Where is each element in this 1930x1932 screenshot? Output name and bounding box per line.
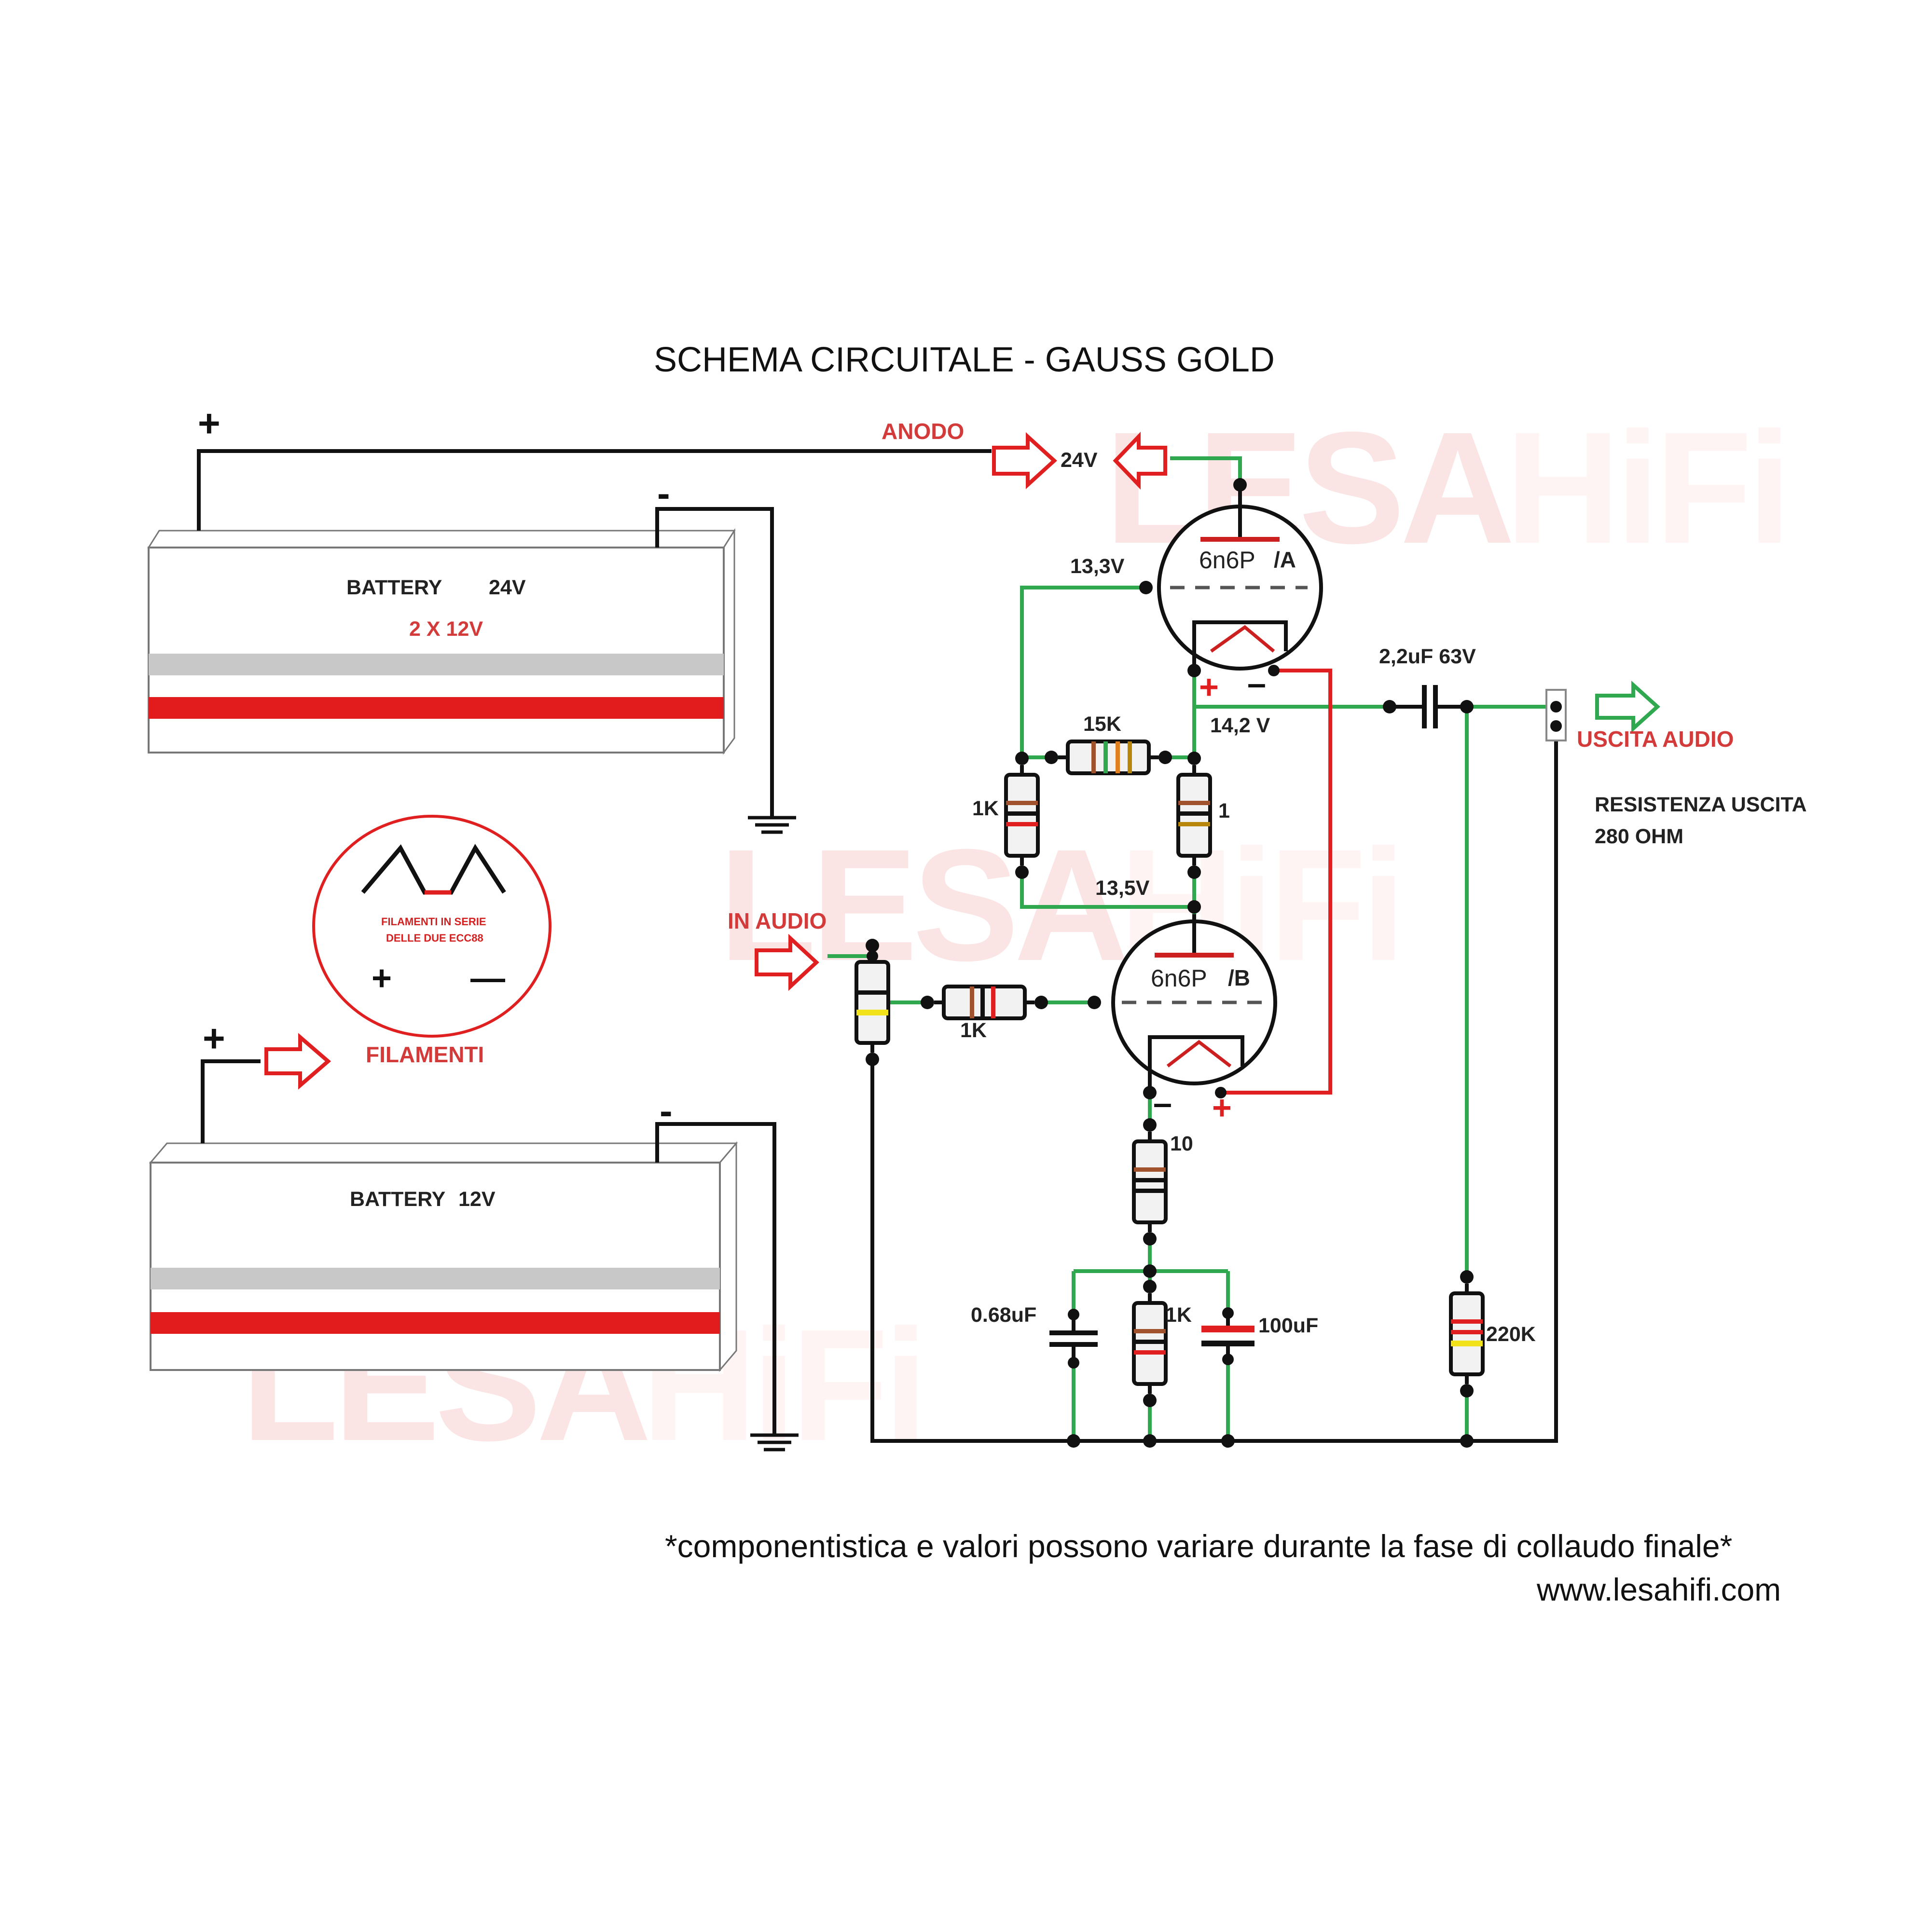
black-wiring <box>197 449 1558 1443</box>
heater-b-minus: – <box>1153 1084 1172 1122</box>
anode-label: ANODO <box>882 419 964 444</box>
tube-6n6p-b: 6n6P /B – + <box>1088 914 1277 1126</box>
label-1-ohm: 1 <box>1218 799 1230 822</box>
footer-note: *componentistica e valori possono variar… <box>665 1528 1732 1564</box>
ground-symbol-top <box>748 816 796 834</box>
diagram-title: SCHEMA CIRCUITALE - GAUSS GOLD <box>654 341 1275 379</box>
label-1k-left: 1K <box>972 797 999 820</box>
heater-a-minus: – <box>1247 664 1266 702</box>
footer-url: www.lesahifi.com <box>1536 1572 1781 1607</box>
battery-side-face <box>719 1141 737 1372</box>
tube-cathode <box>1148 1035 1244 1093</box>
junction-dots <box>867 581 1474 1448</box>
label-15k: 15K <box>1083 713 1121 736</box>
tube-cathode <box>1192 620 1288 671</box>
output-jack <box>1545 689 1567 741</box>
audio-output-arrow <box>1595 681 1660 733</box>
resistor-input-shunt <box>856 939 888 1066</box>
ground-symbol-bottom <box>750 1433 799 1452</box>
capacitor-2u2 <box>1383 685 1474 728</box>
resistor-1-ohm <box>1178 752 1210 879</box>
tube-heater <box>1210 625 1275 653</box>
anode-input-arrow <box>992 432 1057 490</box>
heater-wiring <box>1221 669 1332 1095</box>
arrows <box>264 432 1167 1090</box>
battery-24v: BATTERY 24V 2 X 12V + - <box>147 402 736 755</box>
battery-stripe-grey <box>149 654 724 675</box>
tube-a-name: 6n6P <box>1199 547 1255 574</box>
tube-b-name: 6n6P <box>1151 965 1207 992</box>
battery-top-face <box>149 1142 738 1164</box>
battery-24v-label: BATTERY <box>346 576 442 599</box>
battery-12v-plus: + <box>203 1017 225 1060</box>
battery-12v-voltage: 12V <box>458 1188 496 1211</box>
battery-24v-config: 2 X 12V <box>409 617 483 641</box>
battery-front <box>150 1162 721 1371</box>
resistor-1k-bias <box>1134 1280 1166 1407</box>
ground-bus-wire <box>870 740 1558 1443</box>
battery-12v-ground-wire <box>655 1122 776 1435</box>
filament-supply-wire <box>201 1059 261 1143</box>
resistor-15k <box>1045 741 1172 773</box>
capacitor-100uf <box>1201 1307 1254 1365</box>
filaments-label: FILAMENTI <box>366 1042 484 1067</box>
output-label: USCITA AUDIO <box>1577 726 1734 752</box>
input-label: IN AUDIO <box>728 908 827 933</box>
output-resistance-line2: 280 OHM <box>1595 825 1683 848</box>
label-220k: 220K <box>1486 1323 1536 1346</box>
label-068uf: 0.68uF <box>971 1303 1036 1327</box>
watermark-hifi: HiFi <box>1505 398 1787 576</box>
anode-to-tube-arrow <box>1113 432 1167 490</box>
label-2u2: 2,2uF 63V <box>1379 645 1476 668</box>
audio-input-arrow <box>755 933 819 991</box>
label-1k-input: 1K <box>960 1019 987 1042</box>
filament-note-line2: DELLE DUE ECC88 <box>386 932 483 944</box>
output-resistance-line1: RESISTENZA USCITA <box>1595 793 1807 816</box>
label-1k-bias: 1K <box>1165 1303 1192 1327</box>
battery-24v-voltage: 24V <box>489 576 526 599</box>
battery-12v-label: BATTERY <box>350 1188 445 1211</box>
battery-stripe-red <box>149 697 724 719</box>
battery-stripe-red <box>151 1312 720 1334</box>
capacitor-068uf <box>1049 1309 1098 1369</box>
battery-12v: BATTERY 12V + - <box>149 1017 738 1372</box>
resistor-220k <box>1451 1270 1483 1398</box>
watermark: LESA HiFi LESA HiFi LESA HiFi <box>241 398 1792 1474</box>
battery-stripe-grey <box>151 1268 720 1289</box>
resistor-1k-input <box>921 987 1048 1018</box>
tube-a-section: /A <box>1274 547 1296 572</box>
node-mid-wire <box>1020 874 1194 909</box>
voltage-grid-a: 13,3V <box>1070 555 1125 578</box>
battery-24v-plus: + <box>198 402 221 445</box>
filament-arrow <box>264 1033 331 1090</box>
anode-supply-wire <box>197 449 992 531</box>
label-100uf: 100uF <box>1258 1314 1318 1337</box>
anode-voltage: 24V <box>1061 449 1098 472</box>
filament-plus: + <box>372 959 392 998</box>
heater-series-wire <box>1221 669 1332 1095</box>
resistor-10-ohm <box>1134 1118 1166 1246</box>
battery-24v-ground-wire <box>655 507 774 818</box>
anode-a-wire <box>1170 456 1242 485</box>
voltage-node-mid: 13,5V <box>1095 877 1150 900</box>
tube-heater <box>1166 1040 1232 1068</box>
resistor-1k-left <box>1006 752 1038 879</box>
voltage-cathode-a: 14,2 V <box>1210 714 1270 737</box>
filament-note-line1: FILAMENTI IN SERIE <box>381 916 486 928</box>
filament-minus: — <box>470 959 505 998</box>
grid-a-wire <box>1020 586 1146 757</box>
battery-side-face <box>723 528 735 755</box>
label-10-ohm: 10 <box>1170 1132 1193 1155</box>
battery-top-face <box>147 530 736 548</box>
tube-6n6p-a: 6n6P /A + – <box>1157 478 1323 706</box>
heater-a-plus: + <box>1199 668 1219 706</box>
filament-note: FILAMENTI IN SERIE DELLE DUE ECC88 + — <box>312 815 551 1038</box>
tube-b-section: /B <box>1228 965 1250 990</box>
